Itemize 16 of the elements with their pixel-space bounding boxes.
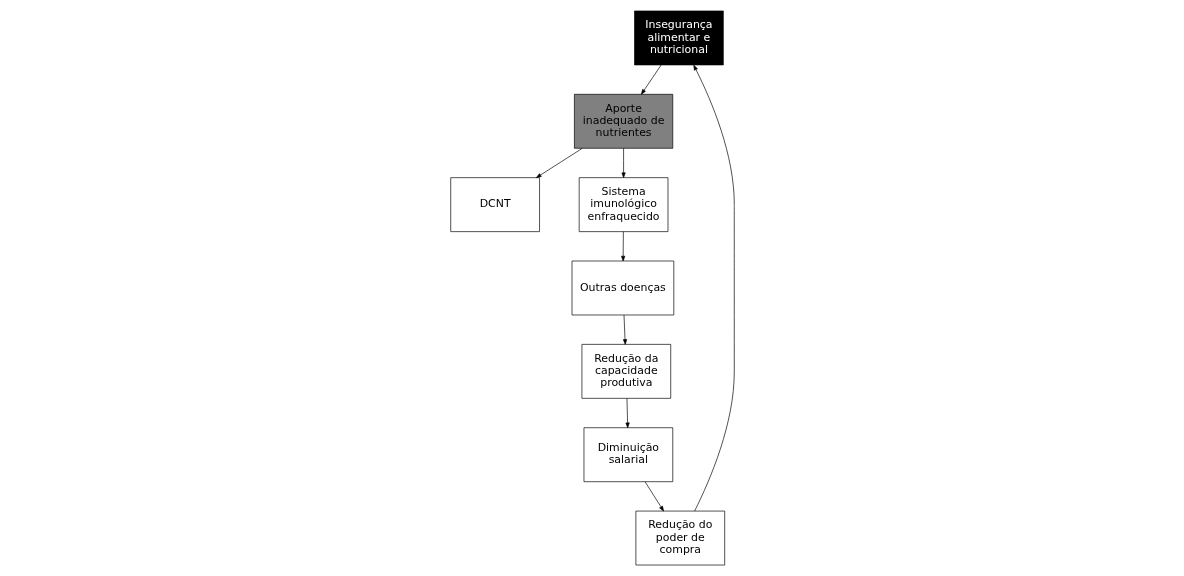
arrow (644, 481, 664, 512)
node-box: DCNT (449, 177, 540, 232)
node-box: Aporte inadequado de nutrientes (573, 93, 673, 149)
arrow (620, 231, 625, 262)
arrow (622, 314, 627, 345)
arrow (640, 64, 661, 95)
arrow (692, 64, 735, 512)
node-box: Sistema imunológico enfraquecido (578, 177, 668, 232)
node-box: Diminuição salarial (583, 427, 673, 483)
node-box: Insegurança alimentar e nutricional (633, 10, 724, 66)
arrow (535, 148, 583, 178)
arrow (621, 148, 626, 178)
arrow (625, 398, 630, 428)
node-box: Redução da capacidade produtiva (581, 344, 671, 399)
node-box: Redução do poder de compra (635, 510, 725, 566)
node-box: Outras doenças (571, 260, 674, 316)
